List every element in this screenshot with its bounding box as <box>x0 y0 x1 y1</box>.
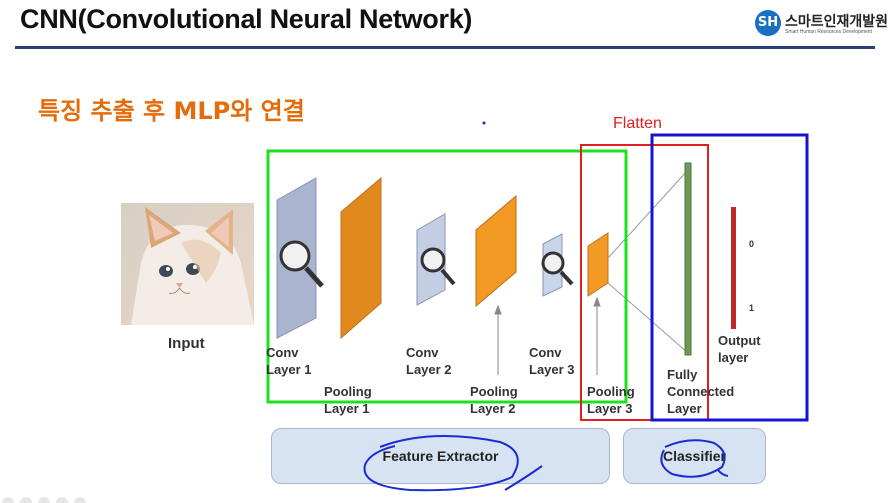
flatten-connection-line <box>607 282 689 354</box>
slide-subtitle: 특징 추출 후 MLP와 연결 <box>38 97 305 125</box>
classifier-region-box <box>650 133 809 422</box>
conv-layer-1-label: Conv Layer 1 <box>266 345 312 377</box>
conv-layer-2-label: Conv Layer 2 <box>406 345 452 377</box>
output-value-0: 0 <box>749 239 755 249</box>
magnifier-icon <box>279 240 324 288</box>
header-divider <box>15 46 875 49</box>
annotation-circle <box>363 435 543 492</box>
logo-badge: SH <box>755 10 781 36</box>
conv-layer-3-label: Conv Layer 3 <box>529 345 575 377</box>
flatten-label: Flatten <box>613 115 662 132</box>
input-label: Input <box>168 335 205 352</box>
kitten-input-image <box>121 203 254 325</box>
pool-layer-2-block <box>475 194 517 308</box>
feature-extractor-label: Feature Extractor <box>382 448 499 464</box>
pool-layer-1-block <box>340 176 382 340</box>
logo: SH 스마트인재개발원 Smart Human Resources Develo… <box>755 10 889 40</box>
logo-name: 스마트인재개발원 <box>785 14 889 30</box>
slide-nav-dots <box>2 497 86 503</box>
feature-extractor-pill: Feature Extractor <box>271 428 610 484</box>
flatten-connection-line <box>607 169 689 259</box>
feature-region-box <box>266 149 628 404</box>
pool-layer-2-label: Pooling Layer 2 <box>470 384 518 416</box>
slide-title: CNN(Convolutional Neural Network) <box>20 4 473 34</box>
classifier-pill: Classifier <box>623 428 766 484</box>
fully-connected-layer-bar <box>684 162 692 356</box>
output-layer-label: Output layer <box>718 333 761 365</box>
classifier-label: Classifier <box>662 448 727 464</box>
pool-layer-1-label: Pooling Layer 1 <box>324 384 372 416</box>
pool-layer-3-label: Pooling Layer 3 <box>587 384 635 416</box>
output-value-1: 1 <box>749 303 755 313</box>
logo-subtitle: Smart Human Resources Development <box>785 29 872 35</box>
magnifier-icon <box>541 251 574 286</box>
stray-dot <box>482 121 486 125</box>
flatten-region-box <box>580 144 709 421</box>
fully-connected-label: Fully Connected Layer <box>667 367 735 416</box>
up-arrow-icon <box>593 296 601 375</box>
output-layer-bar <box>731 207 736 329</box>
magnifier-icon <box>420 247 456 286</box>
up-arrow-icon <box>494 304 502 375</box>
annotation-circle <box>660 439 729 478</box>
